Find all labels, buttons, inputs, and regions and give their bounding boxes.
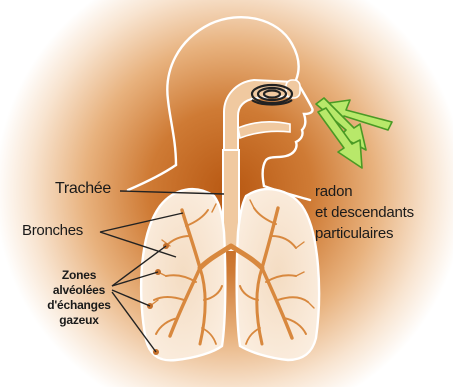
- label-trachee: Trachée: [55, 180, 111, 198]
- label-zones-line-4: gazeux: [40, 313, 118, 328]
- trachea: [223, 150, 239, 250]
- label-bronches: Bronches: [22, 222, 83, 239]
- label-zones-line-2: alvéolées: [40, 283, 118, 298]
- label-radon-line-2: et descendants: [315, 202, 414, 223]
- label-zones-line-1: Zones: [40, 268, 118, 283]
- label-radon-line-1: radon: [315, 181, 414, 202]
- label-zones-line-3: d'échanges: [40, 298, 118, 313]
- label-radon-line-3: particulaires: [315, 223, 414, 244]
- label-radon: radon et descendants particulaires: [315, 181, 414, 244]
- label-zones-alveolees: Zones alvéolées d'échanges gazeux: [40, 268, 118, 328]
